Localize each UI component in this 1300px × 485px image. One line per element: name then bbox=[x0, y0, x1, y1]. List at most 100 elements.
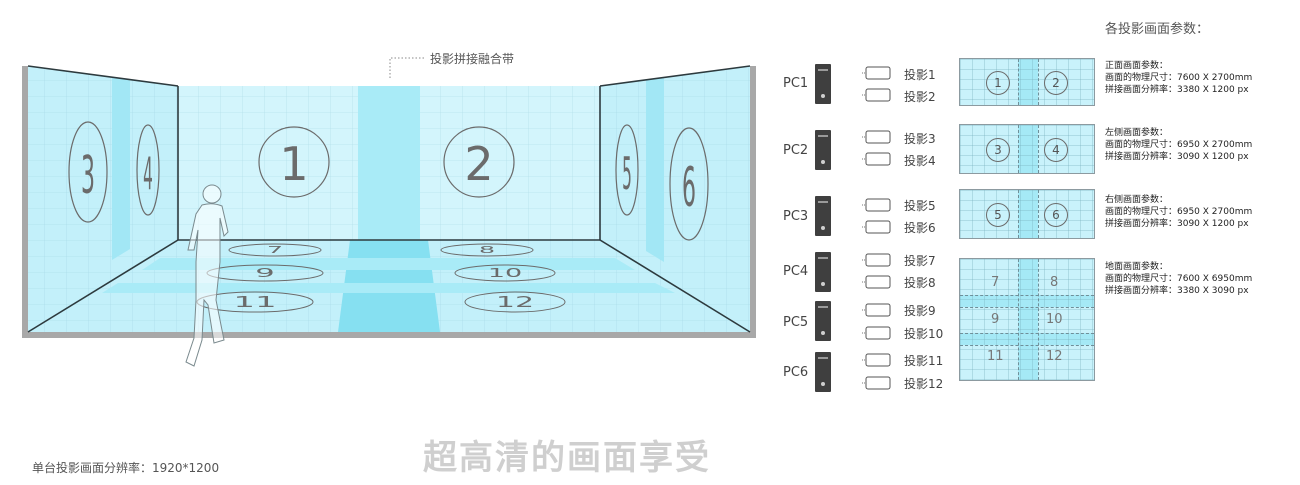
room-number-8: 8 bbox=[479, 244, 495, 255]
params-title: 各投影画面参数： bbox=[1105, 22, 1210, 37]
pc-tower-icon bbox=[815, 252, 831, 292]
right-wall-fusion-band bbox=[646, 78, 664, 262]
projector-label-1: 投影1 bbox=[904, 68, 936, 82]
panel-number-7: 7 bbox=[991, 275, 1000, 290]
ellipse-12 bbox=[464, 291, 566, 313]
params-right: 右侧画面参数： 画面的物理尺寸：6950 X 2700mm 拼接画面分辨率：30… bbox=[1105, 194, 1252, 230]
param-physical-size: 画面的物理尺寸：6950 X 2700mm bbox=[1105, 140, 1253, 150]
panel-number-4: 4 bbox=[1044, 138, 1068, 162]
pc-tower-icon bbox=[815, 130, 831, 170]
circle-1 bbox=[258, 126, 330, 198]
room-number-12: 12 bbox=[496, 293, 534, 311]
room-number-1: 1 bbox=[279, 137, 308, 191]
panel-number-6: 6 bbox=[1044, 203, 1068, 227]
projector-icon bbox=[862, 326, 891, 340]
param-heading: 地面画面参数： bbox=[1105, 262, 1169, 272]
param-resolution: 拼接画面分辨率：3090 X 1200 px bbox=[1105, 152, 1249, 162]
circle-3 bbox=[68, 121, 108, 223]
panel-front: 1 2 bbox=[959, 58, 1095, 106]
projector-label-6: 投影6 bbox=[904, 221, 936, 235]
pc-label-3: PC3 bbox=[783, 209, 809, 224]
panel-number-1: 1 bbox=[986, 71, 1010, 95]
room-number-11: 11 bbox=[233, 294, 276, 311]
projector-icon bbox=[862, 88, 891, 102]
pc-tower-icon bbox=[815, 301, 831, 341]
projector-label-8: 投影8 bbox=[904, 276, 936, 290]
params-floor: 地面画面参数： 画面的物理尺寸：7600 X 6950mm 拼接画面分辨率：33… bbox=[1105, 261, 1252, 297]
ellipse-10 bbox=[454, 264, 556, 282]
param-physical-size: 画面的物理尺寸：7600 X 2700mm bbox=[1105, 73, 1253, 83]
room-number-10: 10 bbox=[488, 265, 522, 280]
projector-label-5: 投影5 bbox=[904, 199, 936, 213]
param-physical-size: 画面的物理尺寸：7600 X 6950mm bbox=[1105, 274, 1253, 284]
room-number-9: 9 bbox=[255, 265, 274, 280]
projector-icon bbox=[862, 66, 891, 80]
pc-label-4: PC4 bbox=[783, 264, 809, 279]
projector-icon bbox=[862, 152, 891, 166]
projector-icon bbox=[862, 376, 891, 390]
panel-number-3: 3 bbox=[986, 138, 1010, 162]
room-number-4: 4 bbox=[143, 148, 153, 200]
circle-4 bbox=[136, 124, 160, 216]
pc-label-6: PC6 bbox=[783, 365, 809, 380]
room-number-3: 3 bbox=[81, 146, 95, 206]
panel-number-10: 10 bbox=[1046, 312, 1063, 327]
param-heading: 右侧画面参数： bbox=[1105, 195, 1169, 205]
panel-floor: 7 8 9 10 11 12 bbox=[959, 258, 1095, 381]
param-heading: 左侧画面参数： bbox=[1105, 128, 1169, 138]
fusion-callout-line bbox=[389, 57, 426, 78]
circle-6 bbox=[669, 127, 709, 241]
pc-label-2: PC2 bbox=[783, 143, 809, 158]
panel-number-2: 2 bbox=[1044, 71, 1068, 95]
pc-tower-icon bbox=[815, 196, 831, 236]
left-wall-fusion-band bbox=[112, 77, 130, 260]
projector-icon bbox=[862, 130, 891, 144]
panel-right: 5 6 bbox=[959, 189, 1095, 239]
fusion-band-label: 投影拼接融合带 bbox=[430, 52, 515, 66]
projector-label-2: 投影2 bbox=[904, 90, 936, 104]
panel-number-12: 12 bbox=[1046, 349, 1063, 364]
projector-label-12: 投影12 bbox=[904, 377, 944, 391]
projector-label-9: 投影9 bbox=[904, 304, 936, 318]
projector-label-10: 投影10 bbox=[904, 327, 944, 341]
room-number-5: 5 bbox=[622, 148, 632, 200]
room-number-2: 2 bbox=[464, 137, 493, 191]
panel-number-9: 9 bbox=[991, 312, 1000, 327]
headline: 超高清的画面享受 bbox=[423, 438, 711, 478]
panel-number-8: 8 bbox=[1050, 275, 1059, 290]
pc-tower-icon bbox=[815, 64, 831, 104]
projector-icon bbox=[862, 353, 891, 367]
panel-number-5: 5 bbox=[986, 203, 1010, 227]
projector-icon bbox=[862, 303, 891, 317]
floor-fusion-band-h2 bbox=[102, 283, 675, 293]
circle-5 bbox=[615, 124, 639, 216]
floor-fusion-band-h1 bbox=[142, 258, 635, 270]
projector-label-7: 投影7 bbox=[904, 254, 936, 268]
projector-label-4: 投影4 bbox=[904, 154, 936, 168]
pc-label-5: PC5 bbox=[783, 315, 809, 330]
projector-icon bbox=[862, 220, 891, 234]
ellipse-8 bbox=[440, 243, 534, 257]
params-left: 左侧画面参数： 画面的物理尺寸：6950 X 2700mm 拼接画面分辨率：30… bbox=[1105, 127, 1252, 163]
panel-left: 3 4 bbox=[959, 124, 1095, 174]
front-wall-fusion-band bbox=[358, 86, 420, 240]
room-number-6: 6 bbox=[682, 156, 696, 219]
pc-tower-icon bbox=[815, 352, 831, 392]
projector-label-11: 投影11 bbox=[904, 354, 944, 368]
param-resolution: 拼接画面分辨率：3380 X 3090 px bbox=[1105, 286, 1249, 296]
panel-number-11: 11 bbox=[987, 349, 1004, 364]
projector-icon bbox=[862, 275, 891, 289]
projector-icon bbox=[862, 253, 891, 267]
params-front: 正面画面参数： 画面的物理尺寸：7600 X 2700mm 拼接画面分辨率：33… bbox=[1105, 60, 1252, 96]
circle-2 bbox=[443, 126, 515, 198]
single-projector-resolution-note: 单台投影画面分辨率：1920*1200 bbox=[32, 461, 220, 475]
param-heading: 正面画面参数： bbox=[1105, 61, 1169, 71]
projection-room-diagram: 1 2 3 4 5 6 7 8 9 10 11 12 bbox=[22, 57, 756, 367]
projector-icon bbox=[862, 198, 891, 212]
ellipse-7 bbox=[228, 243, 322, 257]
param-resolution: 拼接画面分辨率：3380 X 1200 px bbox=[1105, 85, 1249, 95]
param-resolution: 拼接画面分辨率：3090 X 1200 px bbox=[1105, 219, 1249, 229]
person-silhouette-icon bbox=[185, 184, 229, 367]
pc-label-1: PC1 bbox=[783, 76, 809, 91]
projector-label-3: 投影3 bbox=[904, 132, 936, 146]
